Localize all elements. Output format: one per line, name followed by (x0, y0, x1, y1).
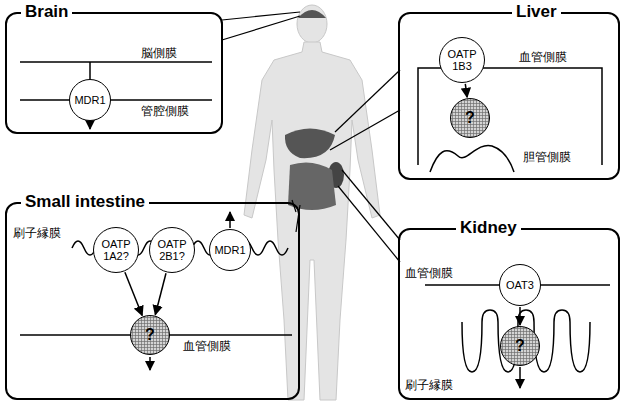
transporter-name: MDR1 (74, 94, 105, 106)
transporter-circle: OAT3 (499, 264, 541, 306)
membrane-label: 管腔側膜 (140, 104, 190, 119)
membrane-label: 胆管側膜 (522, 150, 572, 165)
transporter-name: OATP 1A2? (99, 238, 133, 262)
transporter-circle: MDR1 (209, 229, 251, 271)
intestine-organ (288, 162, 336, 210)
panel-title: Small intestine (21, 192, 149, 212)
brain-organ (298, 10, 326, 18)
unknown-transporter: ? (500, 326, 540, 366)
unknown-transporter: ? (450, 98, 490, 138)
panel-title: Kidney (456, 218, 521, 238)
panel-title: Brain (21, 2, 72, 22)
membrane-label: 血管側膜 (182, 339, 232, 354)
transporter-name: OATP 1B3 (445, 48, 479, 72)
transporter-name: MDR1 (214, 244, 245, 256)
transporter-circle: OATP 1A2? (93, 227, 139, 273)
transporter-name: ? (145, 326, 155, 344)
membrane-label: 血管側膜 (518, 50, 568, 65)
transporter-name: ? (515, 337, 525, 355)
membrane-label: 刷子縁膜 (12, 226, 62, 241)
membrane-label: 血管側膜 (404, 266, 454, 281)
transport-arrow (465, 84, 467, 97)
unknown-transporter: ? (130, 315, 170, 355)
membrane (20, 62, 212, 100)
panel-title: Liver (512, 2, 561, 22)
membrane (418, 68, 602, 172)
liver-organ (285, 129, 335, 159)
transport-arrow (89, 121, 91, 129)
transporter-circle: OATP 2B1? (149, 227, 195, 273)
organ-panel: LiverOATP 1B3? (398, 12, 620, 180)
transporter-name: OAT3 (506, 279, 534, 291)
transporter-name: OATP 2B1? (155, 238, 189, 262)
transport-arrow (519, 307, 521, 325)
transport-arrow (149, 357, 151, 370)
transport-arrow (125, 272, 142, 315)
membrane-label: 脳側膜 (140, 46, 178, 61)
transporter-name: ? (465, 109, 475, 127)
leader-line (222, 12, 400, 262)
transporter-circle: OATP 1B3 (439, 37, 485, 83)
membrane-label: 刷子縁膜 (404, 378, 454, 393)
organ-panel: KidneyOAT3? (398, 228, 620, 400)
efflux-arrow (229, 212, 231, 228)
transport-arrow (155, 273, 166, 315)
organ-panel: BrainMDR1 (5, 12, 223, 134)
transport-arrow (519, 367, 521, 388)
transporter-circle: MDR1 (69, 79, 111, 121)
